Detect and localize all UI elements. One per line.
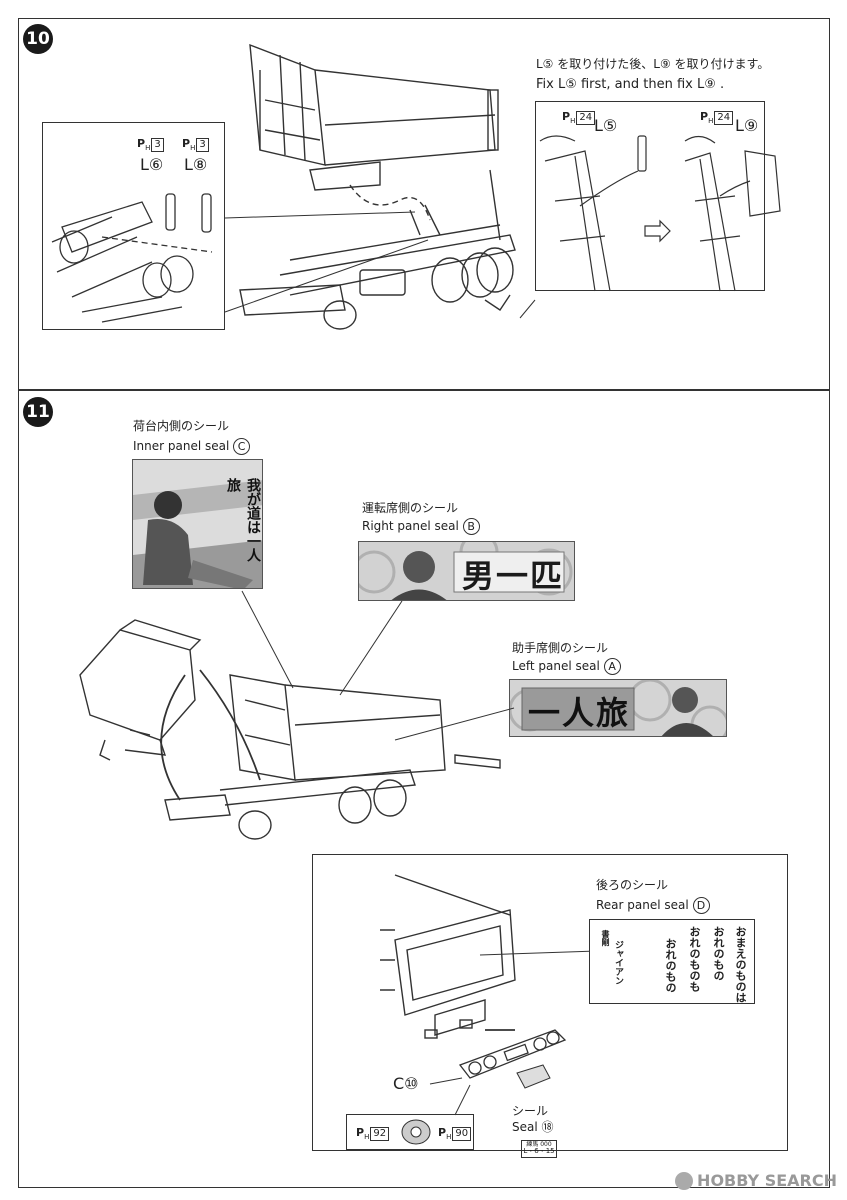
step11-rear-inset (312, 854, 788, 1151)
license-plate: 練馬 000 L・6・15 (521, 1140, 557, 1158)
step10-part-l5: L⑤ (594, 116, 618, 135)
seal-b-label-jp: 運転席側のシール (362, 501, 459, 515)
seal-b-artwork (359, 542, 574, 600)
seal-d-line-4: おれのもの (664, 938, 677, 993)
step10-left-illustration (51, 193, 213, 323)
ph-inset (346, 1114, 474, 1150)
watermark: HOBBY SEARCH (675, 1171, 837, 1190)
seal-d-line-3: おれのものも (688, 926, 701, 992)
seal-a-label-jp: 助手席側のシール (512, 641, 609, 655)
seal-c-artwork (133, 460, 262, 588)
seal-b-label-en: Right panel seal B (362, 518, 480, 535)
step10-part-l8: L⑧ (184, 155, 208, 174)
step10-panel (18, 18, 830, 390)
step10-number: 10 (23, 24, 53, 54)
step11-number: 11 (23, 397, 53, 427)
step10-part-l6: L⑥ (140, 155, 164, 174)
seal-d-signature-prefix: 書剛 (601, 930, 610, 946)
seal-b-image: 男一匹 (358, 541, 575, 601)
seal-a-image: 一人旅 (509, 679, 727, 737)
part-c10-label: C⑩ (393, 1074, 419, 1093)
seal-a-artwork (510, 680, 726, 736)
seal-c-label-en: Inner panel seal C (133, 438, 251, 455)
step10-connector-lines (224, 211, 536, 319)
seal-d-signature: ジャイアン (613, 940, 623, 985)
step10-right-inset (535, 101, 765, 291)
seal-a-text: 一人旅 (528, 694, 631, 732)
seal-c-text: 我が道は一人旅 (225, 478, 261, 562)
hobby-search-logo-icon (675, 1171, 694, 1190)
seal-c-label-jp: 荷台内側のシール (133, 419, 230, 433)
seal18-label-en: Seal ⑱ (512, 1120, 554, 1134)
seal-a-label-en: Left panel seal A (512, 658, 621, 675)
seal-d-image: おまえのものは おれのもの おれのものも おれのもの ジャイアン 書剛 (589, 919, 755, 1004)
washer-part (401, 1119, 431, 1145)
step10-instruction-en: Fix L⑤ first, and then fix L⑨ . (536, 77, 725, 92)
seal-c-image: 我が道は一人旅 (132, 459, 263, 589)
step11-panel (18, 390, 830, 1188)
step11-bumper-part (458, 1029, 567, 1079)
step10-part-l9: L⑨ (735, 116, 759, 135)
step10-right-illustration (539, 135, 781, 292)
step10-truck-illustration (239, 43, 516, 330)
seal-d-label-jp: 後ろのシール (596, 878, 669, 892)
step11-rear-illustration (380, 874, 516, 1039)
seal18-piece (516, 1064, 551, 1089)
seal-b-text: 男一匹 (462, 557, 565, 595)
seal-d-line-1: おまえのものは (734, 926, 747, 1003)
step10-instruction-jp: L⑤ を取り付けた後、L⑨ を取り付けます。 (536, 57, 770, 71)
step11-truck-illustration (79, 619, 501, 840)
seal-d-label-en: Rear panel seal D (596, 897, 710, 914)
seal18-label-jp: シール (512, 1104, 549, 1118)
seal-d-line-2: おれのもの (712, 926, 725, 981)
step10-left-inset (42, 122, 225, 330)
